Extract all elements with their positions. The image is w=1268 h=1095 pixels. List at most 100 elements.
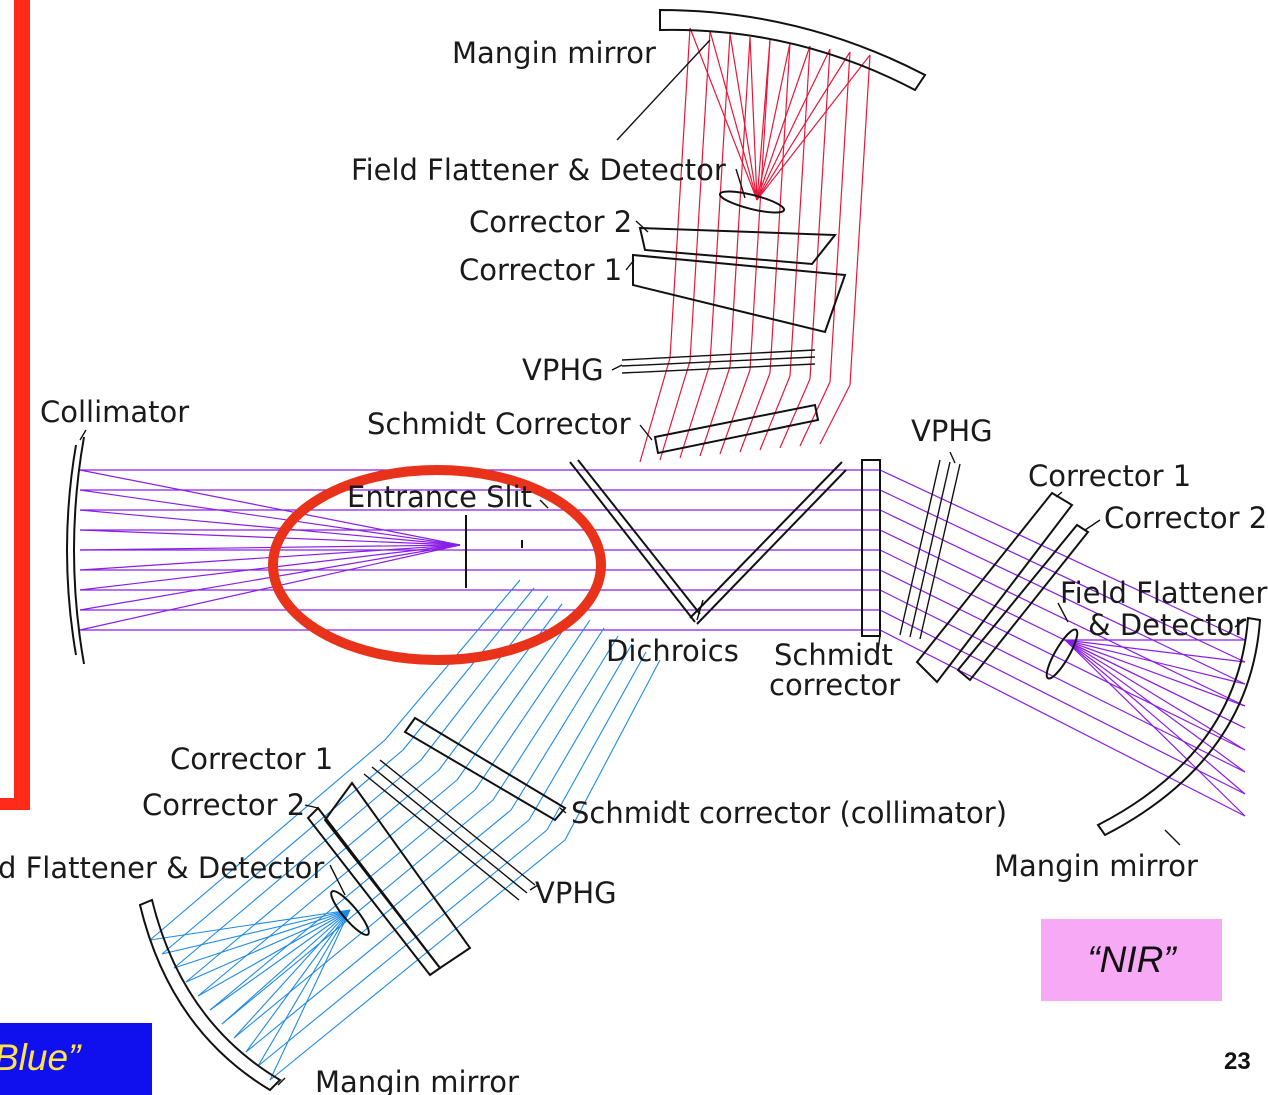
- red-ray: [699, 366, 731, 457]
- label-field-flattener-bottom: d Flattener & Detector: [0, 851, 324, 885]
- field-flattener-bottom-element: [330, 890, 370, 936]
- label-corrector1-top: Corrector 1: [459, 253, 622, 287]
- dichroic-1: [569, 459, 701, 623]
- red-ray: [829, 51, 851, 383]
- red-ray: [639, 357, 671, 463]
- blue-ray: [209, 909, 351, 1011]
- nir-ray: [1064, 639, 1246, 795]
- vphg-right-element: [899, 459, 961, 640]
- red-ray: [756, 51, 851, 201]
- label-corrector1-right: Corrector 1: [1028, 459, 1191, 493]
- red-ray: [739, 372, 771, 453]
- red-ray: [769, 42, 791, 374]
- label-field-flattener-right-1: Field Flattener: [1060, 576, 1267, 610]
- blue-ray: [185, 769, 440, 983]
- blue-ray: [257, 909, 351, 1067]
- corrector-1-right-element: [915, 491, 1074, 684]
- nir-ray: [1064, 639, 1246, 817]
- blue-ray: [528, 643, 633, 821]
- nir-ray: [79, 489, 461, 546]
- corrector-2-right-element: [956, 523, 1090, 682]
- label-corrector1-bottom: Corrector 1: [170, 742, 333, 776]
- nir-ray: [879, 629, 1246, 817]
- schmidt-corrector-center-element: [653, 403, 820, 455]
- blue-ray: [173, 759, 422, 969]
- red-ray: [789, 45, 811, 377]
- red-ray: [756, 39, 771, 201]
- nir-ray: [1064, 639, 1246, 773]
- red-ray: [756, 48, 831, 201]
- mangin-mirror-top-element: [659, 8, 927, 92]
- blue-ray: [546, 651, 647, 831]
- label-dichroics: Dichroics: [606, 634, 739, 668]
- blue-ray: [474, 619, 591, 791]
- label-mangin-mirror-top: Mangin mirror: [452, 36, 656, 70]
- label-mangin-mirror-bottom: Mangin mirror: [315, 1065, 519, 1095]
- red-ray: [749, 39, 771, 371]
- leader-lines: [79, 39, 1246, 1086]
- left-accent-bar: [0, 0, 30, 810]
- collimator-element: [66, 436, 85, 665]
- nir-ray: [1064, 639, 1246, 751]
- red-ray: [756, 42, 791, 201]
- blue-ray: [233, 809, 512, 1039]
- nir-ray: [79, 469, 461, 546]
- red-ray: [809, 48, 831, 380]
- label-corrector2-right: Corrector 2: [1104, 501, 1267, 535]
- red-ray: [849, 54, 871, 386]
- red-ray: [689, 27, 758, 201]
- nir-ray: [1064, 639, 1246, 663]
- nir-ray: [879, 529, 1246, 707]
- label-entrance-slit: Entrance Slit: [347, 480, 532, 514]
- corrector-1-bottom-element: [323, 781, 472, 970]
- blue-ray: [149, 739, 386, 941]
- entrance-slit-highlight-ring: [268, 465, 606, 665]
- dichroic-2: [689, 461, 847, 625]
- nir-ray: [79, 544, 461, 631]
- field-flattener-top-element: [718, 190, 786, 214]
- nir-ray: [879, 569, 1246, 751]
- mangin-mirror-right-element: [1096, 616, 1262, 837]
- blue-ray: [161, 909, 351, 955]
- label-corrector2-bottom: Corrector 2: [142, 788, 305, 822]
- red-ray: [799, 381, 831, 447]
- label-collimator: Collimator: [40, 395, 189, 429]
- label-vphg-right: VPHG: [911, 414, 993, 448]
- red-ray: [749, 36, 758, 201]
- blue-ray: [173, 909, 351, 969]
- blue-ray: [197, 779, 458, 997]
- schmidt-corrector-collimator-element: [403, 716, 567, 822]
- blue-ray: [420, 595, 549, 761]
- entrance-slit-element: [465, 515, 523, 588]
- blue-ray: [185, 909, 351, 983]
- blue-ray: [564, 659, 661, 841]
- nir-ray: [79, 544, 461, 551]
- red-ray: [669, 27, 691, 359]
- blue-ray: [221, 909, 351, 1025]
- blue-ray: [161, 749, 404, 955]
- nir-ray: [879, 509, 1246, 685]
- label-schmidt-right-2: corrector: [769, 668, 900, 702]
- page-number: 23: [1224, 1048, 1251, 1075]
- red-ray: [679, 363, 711, 459]
- blue-ray: [245, 819, 530, 1053]
- corrector-2-top-element: [638, 226, 838, 266]
- red-ray: [659, 360, 691, 461]
- red-ray: [689, 30, 711, 362]
- blue-ray: [269, 909, 351, 1081]
- label-corrector2-top: Corrector 2: [469, 205, 632, 239]
- blue-ray: [492, 627, 605, 801]
- label-field-flattener-top: Field Flattener & Detector: [351, 153, 726, 187]
- nir-ray: [79, 509, 461, 546]
- red-ray: [729, 36, 751, 368]
- label-vphg-bottom: VPHG: [535, 876, 617, 910]
- blue-ray: [197, 909, 351, 997]
- blue-ray: [209, 789, 476, 1011]
- red-ray: [779, 378, 811, 449]
- red-ray: [709, 30, 758, 201]
- vphg-bottom-element: [363, 759, 536, 901]
- nir-ray: [879, 489, 1246, 663]
- vphg-top-element: [621, 349, 816, 374]
